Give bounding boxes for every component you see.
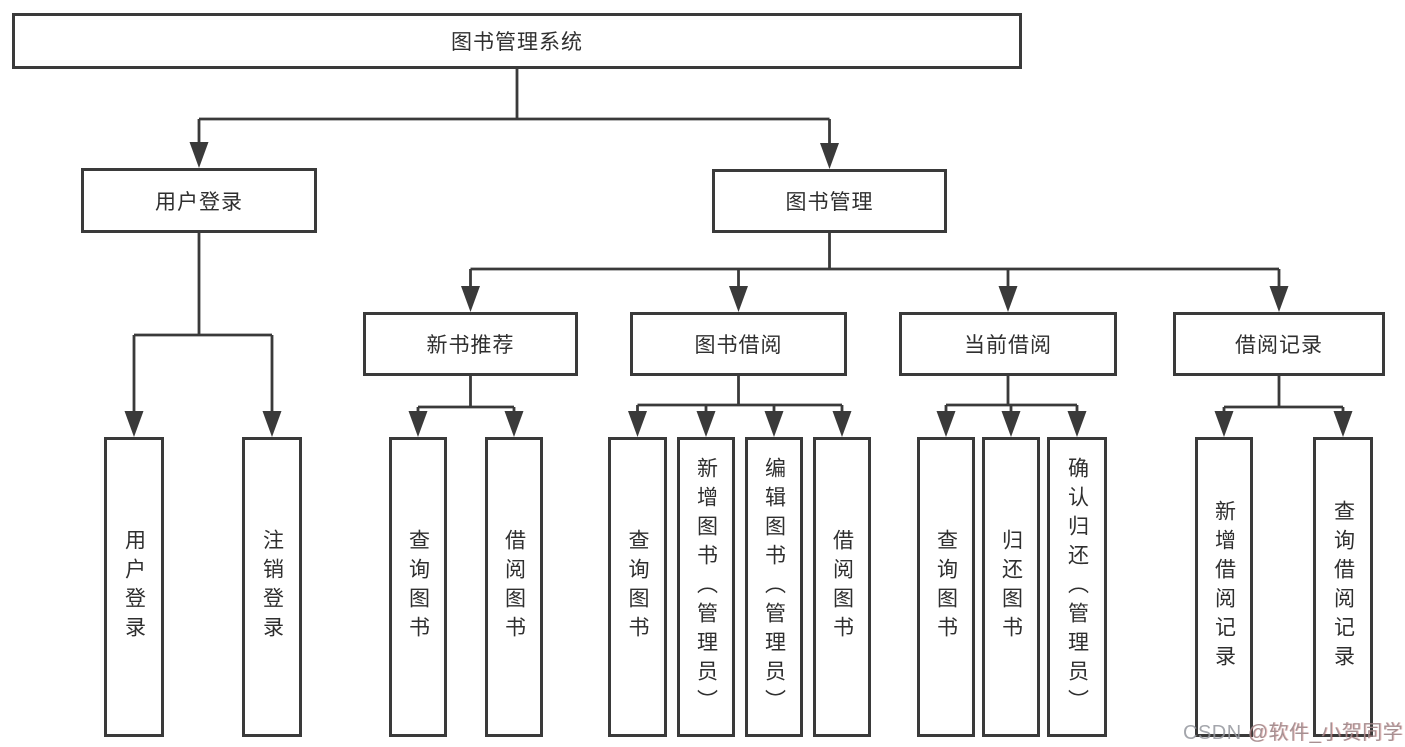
node-leaf-query-books-borrowing-label: 查询图书 — [626, 529, 649, 645]
arrowheads-current-borrow-children — [936, 411, 1087, 437]
node-leaf-user-login: 用户登录 — [104, 437, 164, 737]
node-leaf-add-borrow-record-label: 新增借阅记录 — [1212, 500, 1236, 674]
node-leaf-add-borrow-record: 新增借阅记录 — [1195, 437, 1253, 737]
node-root-system-label: 图书管理系统 — [451, 31, 583, 54]
csdn-watermark-handle: @软件_小贺同学 — [1247, 722, 1404, 744]
node-book-borrowing-label: 图书借阅 — [694, 334, 783, 357]
node-book-management-label: 图书管理 — [785, 191, 874, 214]
node-current-borrowing: 当前借阅 — [899, 312, 1117, 376]
node-current-borrowing-label: 当前借阅 — [964, 334, 1052, 357]
node-borrowing-records: 借阅记录 — [1173, 312, 1385, 376]
node-book-management: 图书管理 — [712, 169, 947, 233]
node-leaf-return-book: 归还图书 — [982, 437, 1040, 737]
node-leaf-borrow-books: 借阅图书 — [813, 437, 871, 737]
arrowheads-user-login-children — [124, 411, 282, 437]
node-leaf-query-borrow-record: 查询借阅记录 — [1313, 437, 1373, 737]
csdn-watermark-prefix: CSDN — [1183, 722, 1248, 744]
node-leaf-query-books-recommend: 查询图书 — [389, 437, 447, 737]
node-leaf-borrow-books-label: 借阅图书 — [830, 529, 854, 645]
node-user-login-group: 用户登录 — [81, 168, 317, 233]
connector-book-management-children — [469, 233, 1281, 292]
node-leaf-query-books-current-label: 查询图书 — [934, 529, 958, 645]
node-leaf-logout: 注销登录 — [242, 437, 302, 737]
node-leaf-confirm-return-admin-label: 确认归还（管理员） — [1065, 456, 1089, 718]
connector-current-borrow-children — [944, 376, 1079, 419]
node-leaf-edit-book-admin: 编辑图书（管理员） — [745, 437, 803, 737]
node-leaf-borrow-books-recommend: 借阅图书 — [485, 437, 543, 737]
node-new-book-recommendation-label: 新书推荐 — [426, 334, 515, 357]
node-new-book-recommendation: 新书推荐 — [363, 312, 578, 376]
node-leaf-query-books-current: 查询图书 — [917, 437, 975, 737]
node-leaf-edit-book-admin-label: 编辑图书（管理员） — [762, 456, 786, 718]
node-leaf-user-login-label: 用户登录 — [122, 529, 146, 645]
csdn-watermark: CSDN @软件_小贺同学 — [1183, 716, 1403, 745]
node-book-borrowing: 图书借阅 — [630, 312, 847, 376]
connector-user-login-children — [132, 232, 274, 417]
node-leaf-return-book-label: 归还图书 — [999, 529, 1023, 645]
node-borrowing-records-label: 借阅记录 — [1235, 334, 1323, 357]
node-user-login-group-label: 用户登录 — [155, 190, 243, 214]
node-leaf-borrow-books-recommend-label: 借阅图书 — [502, 529, 526, 645]
node-leaf-add-book-admin: 新增图书（管理员） — [677, 437, 735, 737]
node-leaf-query-borrow-record-label: 查询借阅记录 — [1331, 500, 1355, 674]
arrowheads-new-book-children — [408, 411, 524, 437]
node-leaf-query-books-borrowing: 查询图书 — [608, 437, 667, 737]
connector-root-to-level2 — [197, 68, 831, 149]
node-leaf-add-book-admin-label: 新增图书（管理员） — [694, 456, 718, 718]
arrowheads-borrow-record-children — [1214, 411, 1353, 437]
arrowheads-level3 — [461, 286, 1289, 312]
arrowheads-book-borrow-children — [628, 411, 852, 437]
node-root-system: 图书管理系统 — [12, 13, 1022, 69]
node-leaf-query-books-recommend-label: 查询图书 — [406, 529, 430, 645]
connector-book-borrow-children — [636, 376, 844, 419]
node-leaf-logout-label: 注销登录 — [260, 529, 284, 645]
node-leaf-confirm-return-admin: 确认归还（管理员） — [1047, 437, 1107, 737]
arrowheads-level2 — [189, 142, 839, 169]
connector-borrow-record-children — [1222, 376, 1345, 419]
connector-new-book-children — [416, 376, 516, 419]
